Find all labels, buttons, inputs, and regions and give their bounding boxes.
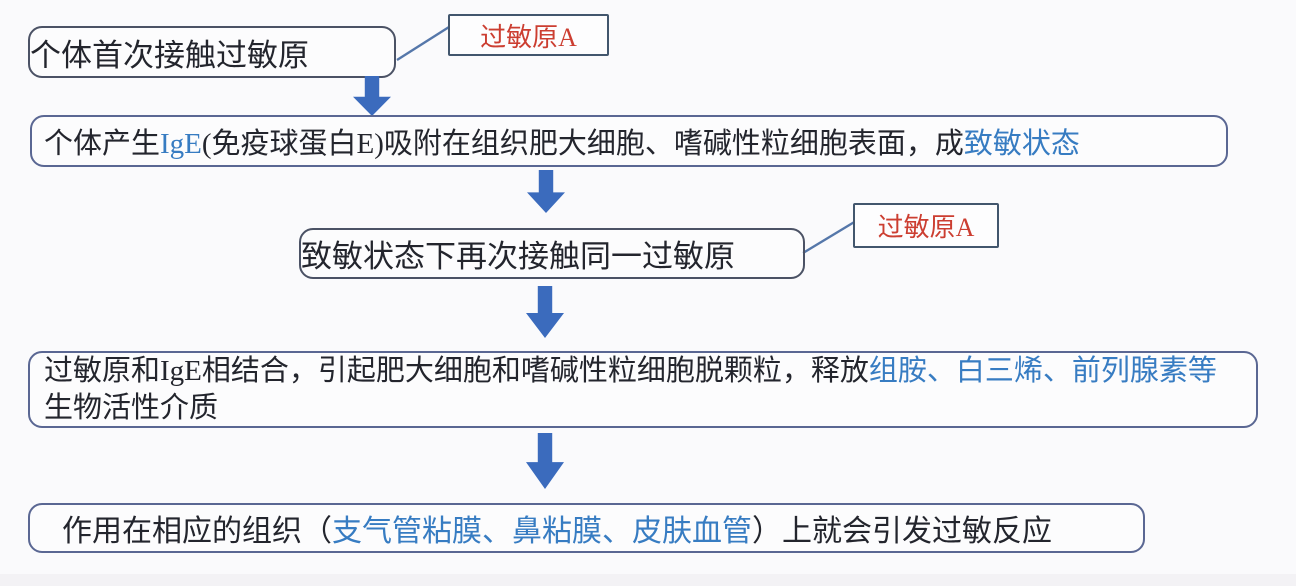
connector-line-1 xyxy=(396,25,450,62)
flow-down-arrow-4 xyxy=(526,433,564,489)
node-ige-sensitization: 个体产生IgE(免疫球蛋白E)吸附在组织肥大细胞、嗜碱性粒细胞表面，成致敏状态 xyxy=(30,115,1228,167)
allergen-a-tag-2-text: 过敏原A xyxy=(877,213,975,242)
connector-line-2 xyxy=(802,219,857,255)
node-degranulation: 过敏原和IgE相结合，引起肥大细胞和嗜碱性粒细胞脱颗粒，释放组胺、白三烯、前列腺… xyxy=(28,351,1258,428)
bottom-edge-strip xyxy=(0,574,1296,586)
node-degranulation-text: 过敏原和IgE相结合，引起肥大细胞和嗜碱性粒细胞脱颗粒，释放组胺、白三烯、前列腺… xyxy=(44,354,1217,424)
node-allergic-reaction: 作用在相应的组织（支气管粘膜、鼻粘膜、皮肤血管）上就会引发过敏反应 xyxy=(28,503,1145,553)
node-allergic-reaction-text: 作用在相应的组织（支气管粘膜、鼻粘膜、皮肤血管）上就会引发过敏反应 xyxy=(62,515,1052,548)
node-first-contact-text: 个体首次接触过敏原 xyxy=(30,37,309,73)
allergen-a-tag-1-text: 过敏原A xyxy=(480,22,577,52)
node-second-contact-text: 致敏状态下再次接触同一过敏原 xyxy=(301,239,735,274)
flow-down-arrow-3 xyxy=(526,286,564,338)
node-second-contact: 致敏状态下再次接触同一过敏原 xyxy=(299,228,805,279)
flow-down-arrow-2 xyxy=(527,170,565,213)
node-first-contact: 个体首次接触过敏原 xyxy=(28,26,396,78)
allergen-a-tag-2: 过敏原A xyxy=(853,203,999,248)
flow-down-arrow-1 xyxy=(353,76,391,116)
node-ige-sensitization-text: 个体产生IgE(免疫球蛋白E)吸附在组织肥大细胞、嗜碱性粒细胞表面，成致敏状态 xyxy=(44,128,1080,160)
allergen-a-tag-1: 过敏原A xyxy=(448,14,609,56)
